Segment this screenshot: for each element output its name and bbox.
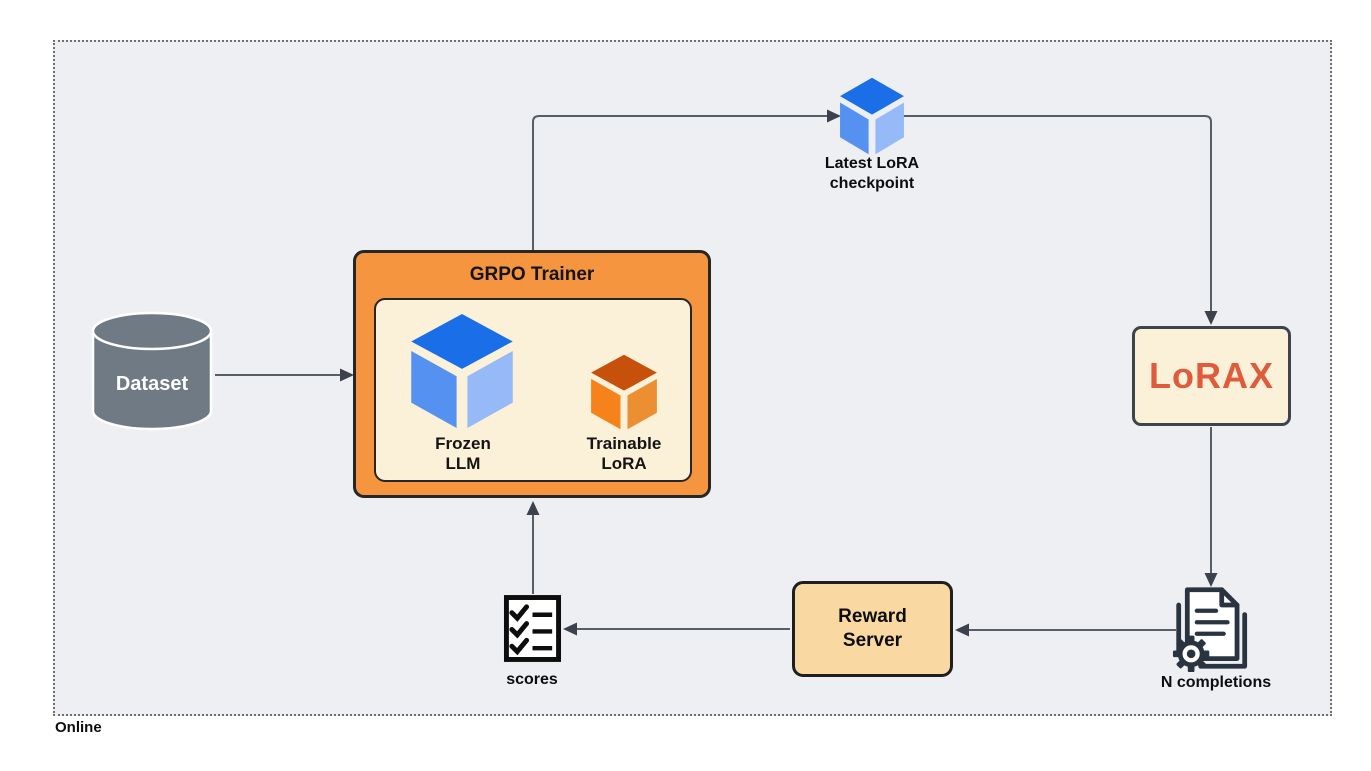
lora-checkpoint-label: Latest LoRA checkpoint	[792, 154, 952, 194]
reward-server-label-line2: Server	[842, 630, 903, 651]
reward-server-node: Reward Server	[792, 581, 953, 677]
grpo-trainer-inner-panel: Frozen LLM Trainable LoRA	[374, 298, 692, 482]
n-completions-label: N completions	[1160, 674, 1272, 691]
database-cylinder-icon	[91, 311, 213, 431]
lora-checkpoint-label-line2: checkpoint	[829, 175, 915, 192]
grpo-trainer-node: GRPO Trainer Frozen LLM Trainable LoRA	[353, 250, 711, 498]
grpo-trainer-title: GRPO Trainer	[469, 264, 595, 285]
dataset-label: Dataset	[115, 373, 189, 395]
lora-checkpoint-label-line1: Latest LoRA	[824, 155, 920, 172]
reward-server-label-line1: Reward	[838, 606, 907, 627]
trainable-lora-label-line1: Trainable	[586, 434, 662, 453]
frozen-llm-label-line2: LLM	[445, 454, 481, 473]
trainable-lora-cube-icon	[591, 354, 657, 430]
scores-checklist-icon	[503, 595, 562, 662]
dataset-node: Dataset	[90, 311, 214, 433]
scores-label: scores	[506, 671, 558, 688]
lorax-node: LoRAX	[1132, 326, 1291, 426]
frozen-llm-label-line1: Frozen	[435, 434, 491, 453]
lorax-wordmark: LoRAX	[1149, 355, 1274, 396]
frozen-llm-label: Frozen LLM	[388, 434, 538, 474]
trainable-lora-label-line2: LoRA	[601, 454, 647, 473]
online-region-label: Online	[55, 719, 102, 736]
lora-checkpoint-cube-icon	[840, 77, 904, 155]
trainable-lora-label: Trainable LoRA	[549, 434, 699, 474]
n-completions-documents-gear-icon	[1172, 587, 1248, 672]
reward-server-label: Reward Server	[838, 605, 907, 653]
frozen-llm-cube-icon	[411, 314, 513, 428]
